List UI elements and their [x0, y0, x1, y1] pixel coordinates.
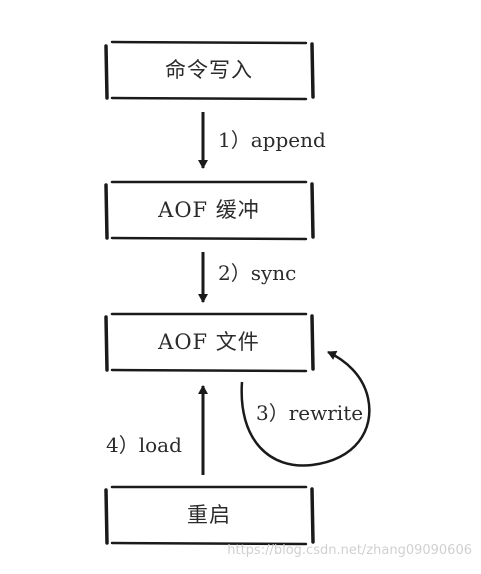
node-restart-label: 重启 [187, 503, 231, 527]
edge-rewrite-arrow [240, 350, 371, 467]
edge-append-label: 1）append [218, 128, 326, 152]
node-command-write-frame [104, 40, 315, 101]
node-command-write-label: 命令写入 [165, 58, 253, 82]
node-aof-buffer-label: AOF 缓冲 [158, 198, 260, 222]
node-aof-buffer-frame [104, 180, 315, 241]
watermark: https://blog.csdn.net/zhang09090606 [227, 543, 472, 558]
edge-sync-label: 2）sync [218, 261, 297, 285]
node-restart-frame [104, 485, 315, 546]
node-aof-file-label: AOF 文件 [158, 330, 260, 354]
edge-load-label: 4）load [106, 433, 182, 457]
edge-rewrite-label: 3）rewrite [256, 401, 364, 425]
node-aof-file-frame [104, 312, 315, 373]
